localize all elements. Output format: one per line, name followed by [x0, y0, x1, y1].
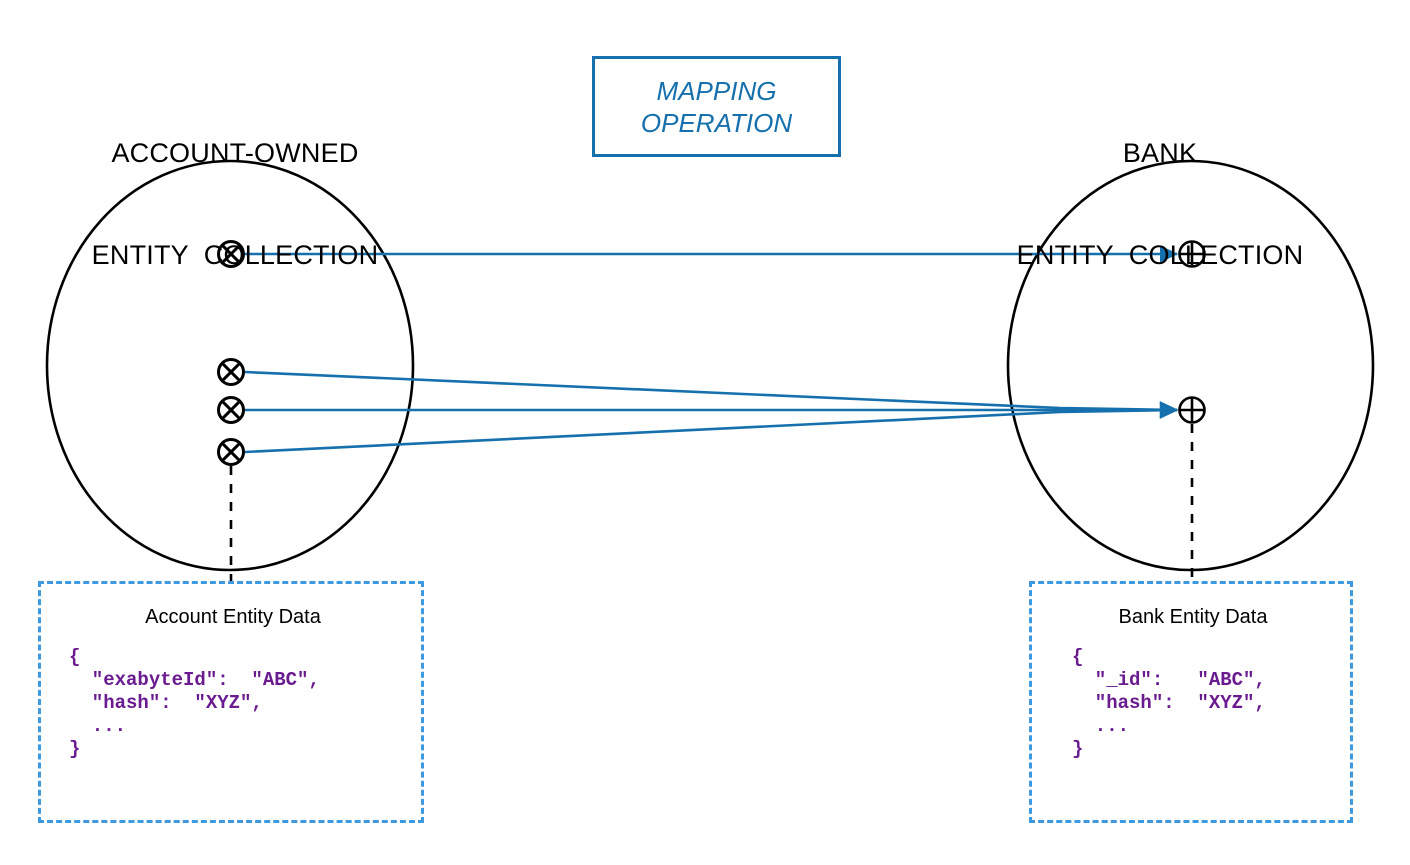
account-node-1[interactable]: [217, 240, 245, 268]
bank-entity-data-title: Bank Entity Data: [1118, 606, 1268, 628]
code-line: ...: [69, 715, 127, 737]
bank-entity-data-panel: Bank Entity Data { "_id": "ABC", "hash":…: [1029, 581, 1353, 823]
code-line: {: [1072, 646, 1084, 668]
bank-entity-data-code: { "_id": "ABC", "hash": "XYZ", ...}: [1072, 646, 1266, 761]
bank-collection-title: BANK ENTITY COLLECTION: [955, 68, 1365, 340]
mapping-operation-box: MAPPING OPERATION: [592, 56, 841, 157]
mapping-arrow-4: [244, 401, 1179, 454]
code-line: "_id": "ABC",: [1072, 669, 1266, 691]
account-node-2[interactable]: [217, 358, 245, 386]
code-line: ...: [1072, 715, 1130, 737]
account-collection-title: ACCOUNT-OWNED ENTITY COLLECTION: [35, 68, 435, 340]
bank-collection-title-line1: BANK: [1122, 138, 1198, 168]
account-entity-data-panel: Account Entity Data { "exabyteId": "ABC"…: [38, 581, 424, 823]
code-line: "exabyteId": "ABC",: [69, 669, 320, 691]
code-line: {: [69, 646, 81, 668]
account-collection-title-line1: ACCOUNT-OWNED: [111, 138, 359, 168]
mapping-arrow-2: [244, 370, 1179, 419]
account-collection-title-line2: ENTITY COLLECTION: [91, 240, 379, 270]
account-entity-data-code: { "exabyteId": "ABC", "hash": "XYZ", ...…: [69, 646, 320, 761]
bank-node-2[interactable]: [1178, 396, 1206, 424]
bank-collection-ellipse: [1006, 159, 1375, 572]
mapping-operation-line2: OPERATION: [640, 107, 793, 138]
mapping-operation-line1: MAPPING: [656, 75, 777, 106]
account-node-4[interactable]: [217, 438, 245, 466]
bank-node-1[interactable]: [1178, 240, 1206, 268]
code-line: "hash": "XYZ",: [69, 692, 263, 714]
code-line: }: [1072, 738, 1084, 760]
account-node-3[interactable]: [217, 396, 245, 424]
code-line: }: [69, 738, 81, 760]
code-line: "hash": "XYZ",: [1072, 692, 1266, 714]
bank-collection-title-line2: ENTITY COLLECTION: [1016, 240, 1304, 270]
account-entity-data-title: Account Entity Data: [145, 606, 321, 628]
account-collection-ellipse: [45, 159, 415, 572]
mapping-arrows: [244, 245, 1179, 454]
